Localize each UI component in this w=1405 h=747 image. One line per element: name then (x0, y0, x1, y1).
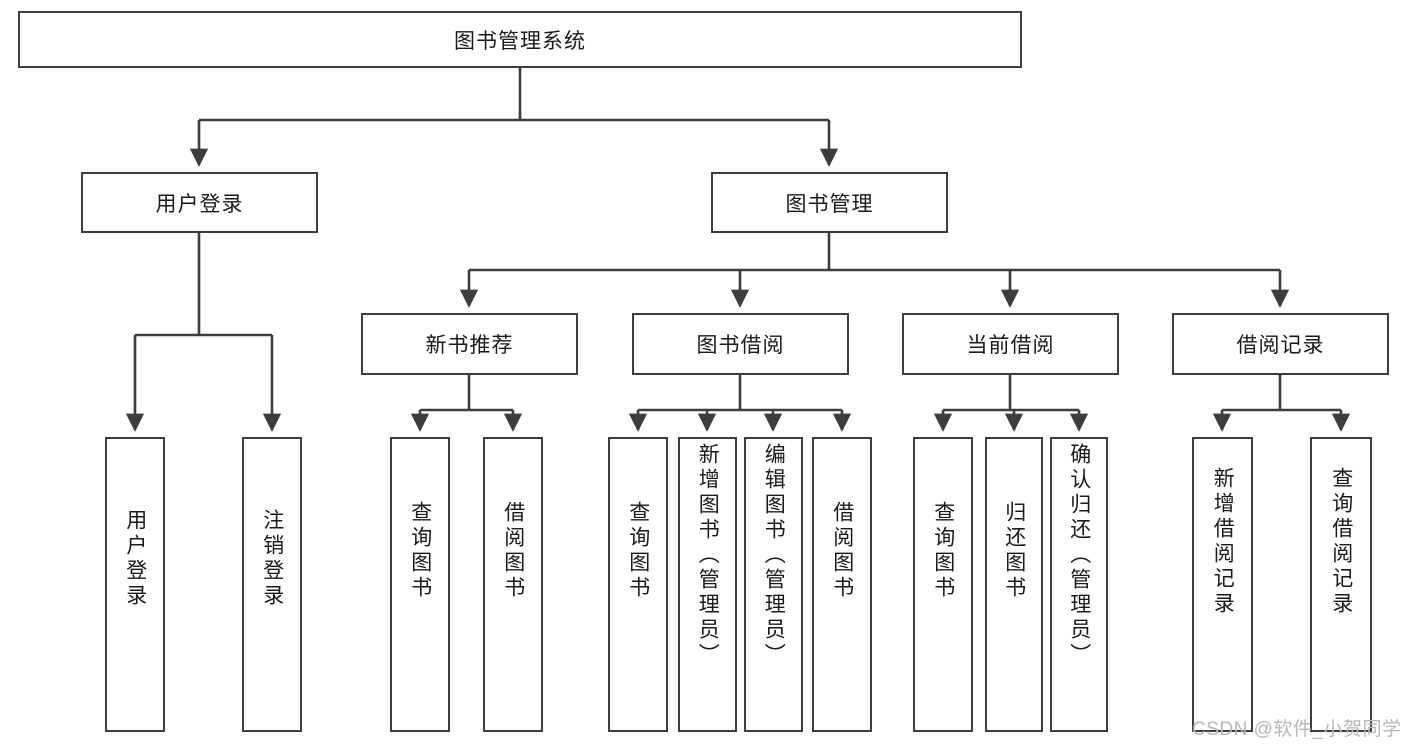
node-label: 新增图书（管理员） (696, 443, 720, 668)
node-leaf-borrow-book-recommend[interactable]: 借阅图书 (483, 437, 543, 732)
node-label: 借阅图书 (830, 501, 854, 601)
node-user-login[interactable]: 用户登录 (81, 172, 318, 233)
node-label: 图书管理 (785, 192, 874, 216)
node-label: 用户登录 (123, 509, 147, 609)
node-label: 当前借阅 (966, 334, 1055, 357)
node-leaf-user-login[interactable]: 用户登录 (105, 437, 165, 732)
node-root-system[interactable]: 图书管理系统 (18, 11, 1022, 68)
node-label: 查询借阅记录 (1329, 467, 1353, 617)
node-label: 查询图书 (626, 501, 650, 601)
node-leaf-query-borrow-record[interactable]: 查询借阅记录 (1310, 437, 1372, 732)
node-leaf-add-borrow-record[interactable]: 新增借阅记录 (1192, 437, 1253, 732)
node-label: 查询图书 (931, 501, 955, 601)
node-leaf-add-book-admin[interactable]: 新增图书（管理员） (678, 437, 737, 732)
node-label: 新书推荐 (425, 334, 514, 357)
node-leaf-borrow-book[interactable]: 借阅图书 (812, 437, 872, 732)
node-leaf-edit-book-admin[interactable]: 编辑图书（管理员） (744, 437, 803, 732)
node-label: 借阅图书 (501, 501, 525, 601)
node-label: 确认归还（管理员） (1067, 443, 1091, 668)
node-leaf-query-book-recommend[interactable]: 查询图书 (390, 437, 450, 732)
node-label: 编辑图书（管理员） (762, 443, 786, 668)
node-leaf-query-book-current[interactable]: 查询图书 (913, 437, 973, 732)
node-label: 图书管理系统 (454, 29, 586, 53)
node-leaf-return-book[interactable]: 归还图书 (985, 437, 1043, 732)
node-label: 新增借阅记录 (1211, 467, 1235, 617)
node-label: 用户登录 (155, 192, 244, 216)
node-label: 归还图书 (1002, 501, 1026, 601)
node-leaf-query-book-borrow[interactable]: 查询图书 (608, 437, 668, 732)
node-label: 借阅记录 (1236, 334, 1325, 357)
node-new-book-recommend[interactable]: 新书推荐 (361, 313, 578, 375)
node-book-manage[interactable]: 图书管理 (711, 172, 948, 233)
node-label: 注销登录 (260, 509, 284, 609)
node-borrow-record[interactable]: 借阅记录 (1172, 313, 1389, 375)
node-book-borrow[interactable]: 图书借阅 (632, 313, 849, 375)
node-leaf-confirm-return-admin[interactable]: 确认归还（管理员） (1050, 437, 1108, 732)
watermark-text: CSDN @软件_小贺同学 (1192, 719, 1402, 740)
node-label: 查询图书 (408, 501, 432, 601)
node-leaf-logout[interactable]: 注销登录 (242, 437, 302, 732)
node-current-borrow[interactable]: 当前借阅 (902, 313, 1119, 375)
node-label: 图书借阅 (696, 334, 785, 357)
